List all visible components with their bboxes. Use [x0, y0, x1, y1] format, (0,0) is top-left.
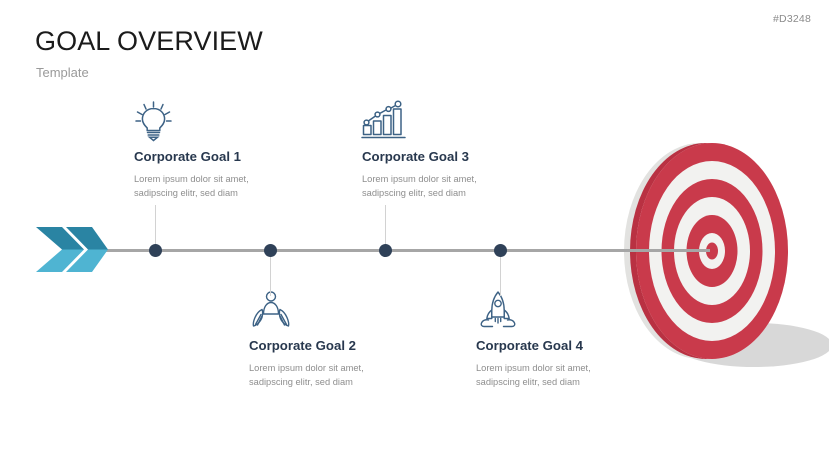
rocket-launch-icon: [476, 290, 662, 334]
teamwork-hands-icon: [249, 290, 435, 334]
goal-block-1[interactable]: Corporate Goal 1 Lorem ipsum dolor sit a…: [134, 100, 320, 200]
double-chevron-arrow-icon: [36, 227, 108, 272]
timeline-node-2[interactable]: [263, 243, 277, 257]
goal-title: Corporate Goal 1: [134, 149, 241, 164]
goal-block-3[interactable]: Corporate Goal 3 Lorem ipsum dolor sit a…: [361, 100, 548, 200]
goal-block-4[interactable]: Corporate Goal 4 Lorem ipsum dolor sit a…: [476, 290, 662, 389]
connector-line-2: [269, 254, 271, 296]
goal-title: Corporate Goal 3: [362, 149, 469, 164]
connector-line-3: [384, 205, 386, 247]
goal-title: Corporate Goal 4: [476, 338, 583, 353]
timeline-node-3[interactable]: [378, 243, 392, 257]
goal-title: Corporate Goal 2: [249, 338, 356, 353]
page-title: GOAL OVERVIEW: [35, 26, 263, 56]
connector-line-4: [499, 254, 501, 296]
connector-line-1: [154, 205, 156, 247]
goal-timeline-axis: [98, 248, 710, 252]
goal-description: Lorem ipsum dolor sit amet, sadipscing e…: [249, 362, 364, 387]
page-subtitle: Template: [36, 65, 89, 80]
axis-shaft-over-target: [612, 248, 710, 252]
goal-block-2[interactable]: Corporate Goal 2 Lorem ipsum dolor sit a…: [249, 290, 435, 389]
goal-description: Lorem ipsum dolor sit amet, sadipscing e…: [362, 173, 477, 198]
goal-description: Lorem ipsum dolor sit amet, sadipscing e…: [476, 362, 591, 387]
timeline-node-1[interactable]: [148, 243, 162, 257]
bar-chart-growth-icon: [361, 100, 548, 144]
document-id-label: #D3248: [773, 13, 811, 25]
timeline-node-4[interactable]: [493, 243, 507, 257]
goal-description: Lorem ipsum dolor sit amet, sadipscing e…: [134, 173, 249, 198]
lightbulb-icon: [134, 100, 320, 144]
